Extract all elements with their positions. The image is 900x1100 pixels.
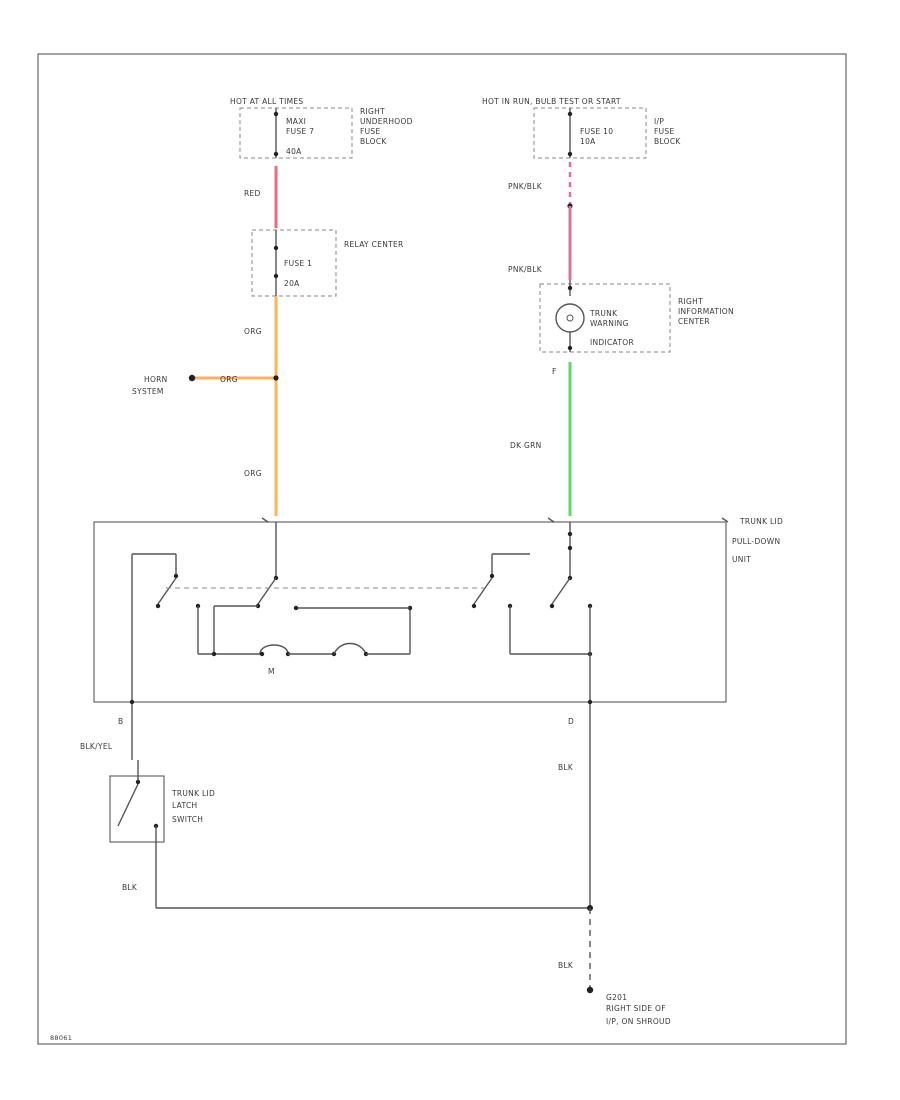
trunk-latch-switch: TRUNK LID LATCH SWITCH	[109, 760, 215, 843]
left-block-line-3: FUSE	[360, 127, 381, 136]
right-fuse-block: HOT IN RUN, BULB TEST OR START FUSE 10 1…	[482, 97, 681, 159]
motor-symbol	[259, 644, 289, 655]
pin-d-label: D	[568, 717, 574, 726]
pulldown-label-1: TRUNK LID	[739, 517, 783, 526]
warning-lamp-icon	[555, 303, 585, 333]
info-center-line-1: RIGHT	[678, 297, 703, 306]
switch-contact-4	[551, 577, 571, 605]
indicator-line-2: WARNING	[590, 319, 629, 328]
right-fuse-line-2: 10A	[580, 137, 596, 146]
switch-contact-3	[473, 577, 493, 605]
right-block-line-3: BLOCK	[654, 137, 681, 146]
pull-down-unit: TRUNK LID PULL-DOWN UNIT M	[93, 517, 783, 703]
latch-label-3: SWITCH	[172, 815, 203, 824]
ground-line-1: G201	[606, 993, 627, 1002]
left-fuse-line-3: 40A	[286, 147, 302, 156]
left-block-line-2: UNDERHOOD	[360, 117, 413, 126]
latch-switch-contact	[117, 783, 139, 827]
org-wire-label-2: ORG	[220, 375, 238, 384]
org-wire-label-3: ORG	[244, 469, 262, 478]
blk-label-left: BLK	[122, 883, 138, 892]
motor-label: M	[268, 667, 275, 676]
info-center-line-3: CENTER	[678, 317, 710, 326]
diagram-frame	[37, 53, 847, 1045]
ground-line-2: RIGHT SIDE OF	[606, 1004, 666, 1013]
relay-fuse-line-2: 20A	[284, 279, 300, 288]
blk-label-right: BLK	[558, 763, 574, 772]
indicator-pin-label: F	[552, 367, 557, 376]
left-block-line-4: BLOCK	[360, 137, 387, 146]
figure-id: 88061	[50, 1034, 72, 1042]
right-information-center: TRUNK WARNING INDICATOR RIGHT INFORMATIO…	[539, 280, 734, 376]
info-center-line-2: INFORMATION	[678, 307, 734, 316]
horn-label-2: SYSTEM	[132, 387, 164, 396]
pnk-blk-label-2: PNK/BLK	[508, 265, 543, 274]
latch-label-2: LATCH	[172, 801, 197, 810]
left-fuse-line-1: MAXI	[286, 117, 306, 126]
pnk-blk-label-1: PNK/BLK	[508, 182, 543, 191]
indicator-line-3: INDICATOR	[590, 338, 634, 347]
pulldown-label-3: UNIT	[732, 555, 751, 564]
relay-center: FUSE 1 20A RELAY CENTER	[251, 229, 404, 297]
red-wire-label: RED	[244, 189, 261, 198]
blk-label-ground: BLK	[558, 961, 574, 970]
indicator-line-1: TRUNK	[589, 309, 618, 318]
left-block-line-1: RIGHT	[360, 107, 385, 116]
blk-yel-label: BLK/YEL	[80, 742, 113, 751]
right-block-line-1: I/P	[654, 117, 664, 126]
switch-contact-1	[157, 577, 177, 605]
right-block-line-2: FUSE	[654, 127, 675, 136]
ground-dot	[586, 986, 594, 994]
ground-line-3: I/P, ON SHROUD	[606, 1017, 671, 1026]
latch-label-1: TRUNK LID	[171, 789, 215, 798]
pin-b-label: B	[118, 717, 123, 726]
circuit-breaker-symbol	[333, 642, 367, 655]
relay-fuse-line-1: FUSE 1	[284, 259, 312, 268]
left-fuse-line-2: FUSE 7	[286, 127, 314, 136]
right-source-label: HOT IN RUN, BULB TEST OR START	[482, 97, 621, 106]
left-fuse-block: HOT AT ALL TIMES MAXI FUSE 7 40A RIGHT U…	[230, 97, 413, 159]
horn-label-1: HORN	[144, 375, 168, 384]
switch-contact-2	[257, 577, 277, 605]
dk-grn-label: DK GRN	[510, 441, 542, 450]
horn-connector-dot	[188, 374, 196, 382]
pulldown-label-2: PULL-DOWN	[732, 537, 780, 546]
relay-center-label: RELAY CENTER	[344, 240, 404, 249]
left-source-label: HOT AT ALL TIMES	[230, 97, 303, 106]
org-wire-label-1: ORG	[244, 327, 262, 336]
right-fuse-line-1: FUSE 10	[580, 127, 613, 136]
